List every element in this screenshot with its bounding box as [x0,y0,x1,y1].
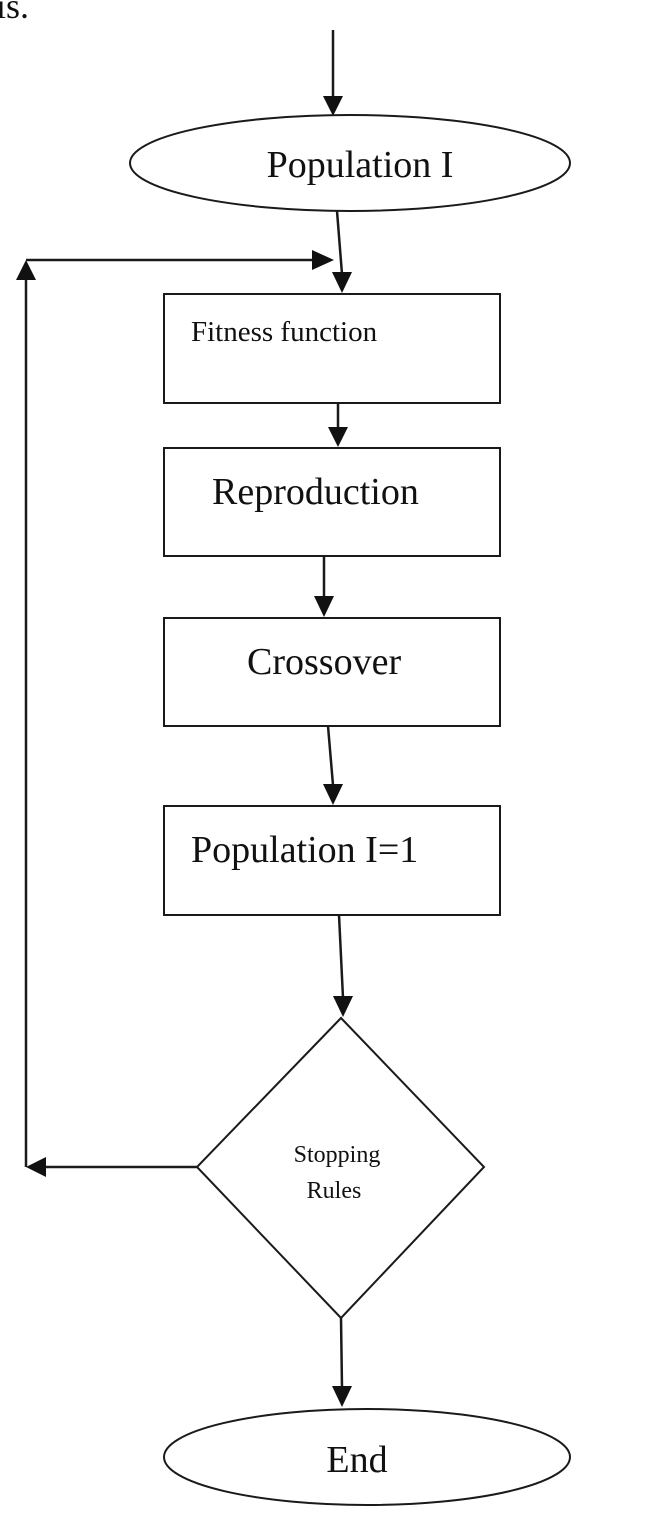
node-label: Population I [267,144,454,186]
decision-diamond [195,1016,486,1320]
edge-reproduction-to-crossover [314,556,334,617]
node-label-line-2: Rules [307,1178,362,1204]
header-fragment: is. [0,0,29,26]
edge-stopping-rules-to-end [332,1317,352,1407]
node-population-i1: Population I=1 [163,805,501,916]
edge-fitness-to-reproduction [328,403,348,447]
node-label-line-1: Stopping [294,1142,381,1168]
edge-population-i1-to-stopping-rules [333,914,353,1017]
node-label: Fitness function [191,316,378,348]
node-label: Reproduction [212,471,419,513]
terminator-ellipse [163,1408,571,1506]
terminator-ellipse [129,114,571,212]
node-reproduction: Reproduction [163,447,501,557]
node-fitness-function: Fitness function [163,293,501,404]
process-box [163,805,501,916]
node-population-i: Population I [129,114,571,212]
edge-entry-to-population-i [323,30,343,116]
node-end: End [163,1408,571,1506]
node-label: Population I=1 [191,829,418,871]
process-box [163,293,501,404]
node-stopping-rules: Stopping Rules [195,1016,486,1320]
node-label: Crossover [247,641,401,683]
node-label: End [326,1439,387,1481]
node-crossover: Crossover [163,617,501,727]
process-box [163,617,501,727]
edge-stopping-rules-loop-back [16,250,334,1177]
edge-crossover-to-population-i1 [323,725,343,805]
process-box [163,447,501,557]
edge-population-i-to-fitness [332,210,352,293]
